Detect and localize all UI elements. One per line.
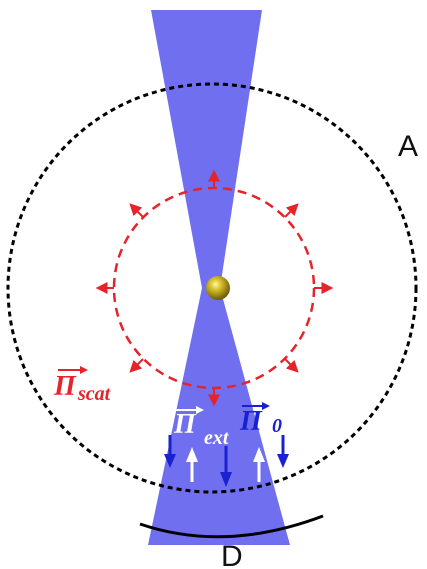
incident-arrow: [164, 435, 176, 468]
scattered-flux-symbol: Π: [53, 371, 77, 402]
extinction-flux-symbol: Π: [173, 409, 197, 440]
scattered-flux-label: Π scat: [53, 366, 112, 405]
extinction-flux-arrows: [186, 447, 265, 482]
incident-flux-subscript: 0: [272, 415, 282, 437]
extinction-arrow: [186, 447, 198, 482]
outer-integration-circle: [6, 82, 418, 494]
incident-arrow: [277, 435, 289, 468]
scattered-flux-arrows: [95, 169, 334, 407]
extinction-arrow: [253, 447, 265, 482]
detector-label: D: [221, 540, 243, 569]
extinction-flux-label: Π ext: [173, 406, 230, 449]
incident-arrow: [220, 446, 232, 487]
scattered-arrow: [284, 358, 299, 373]
outer-circle-label: A: [398, 130, 418, 163]
incident-flux-label: Π 0: [239, 402, 282, 437]
detector-arc: [139, 514, 324, 539]
scattered-arrow: [284, 203, 299, 218]
extinction-flux-subscript: ext: [204, 427, 230, 449]
incident-flux-symbol: Π: [239, 406, 263, 437]
nanoparticle: [206, 276, 230, 300]
scattered-arrow: [129, 203, 144, 218]
scattered-arrow: [129, 358, 144, 373]
scattered-flux-subscript: scat: [77, 383, 112, 405]
incident-flux-arrows: [164, 435, 289, 487]
